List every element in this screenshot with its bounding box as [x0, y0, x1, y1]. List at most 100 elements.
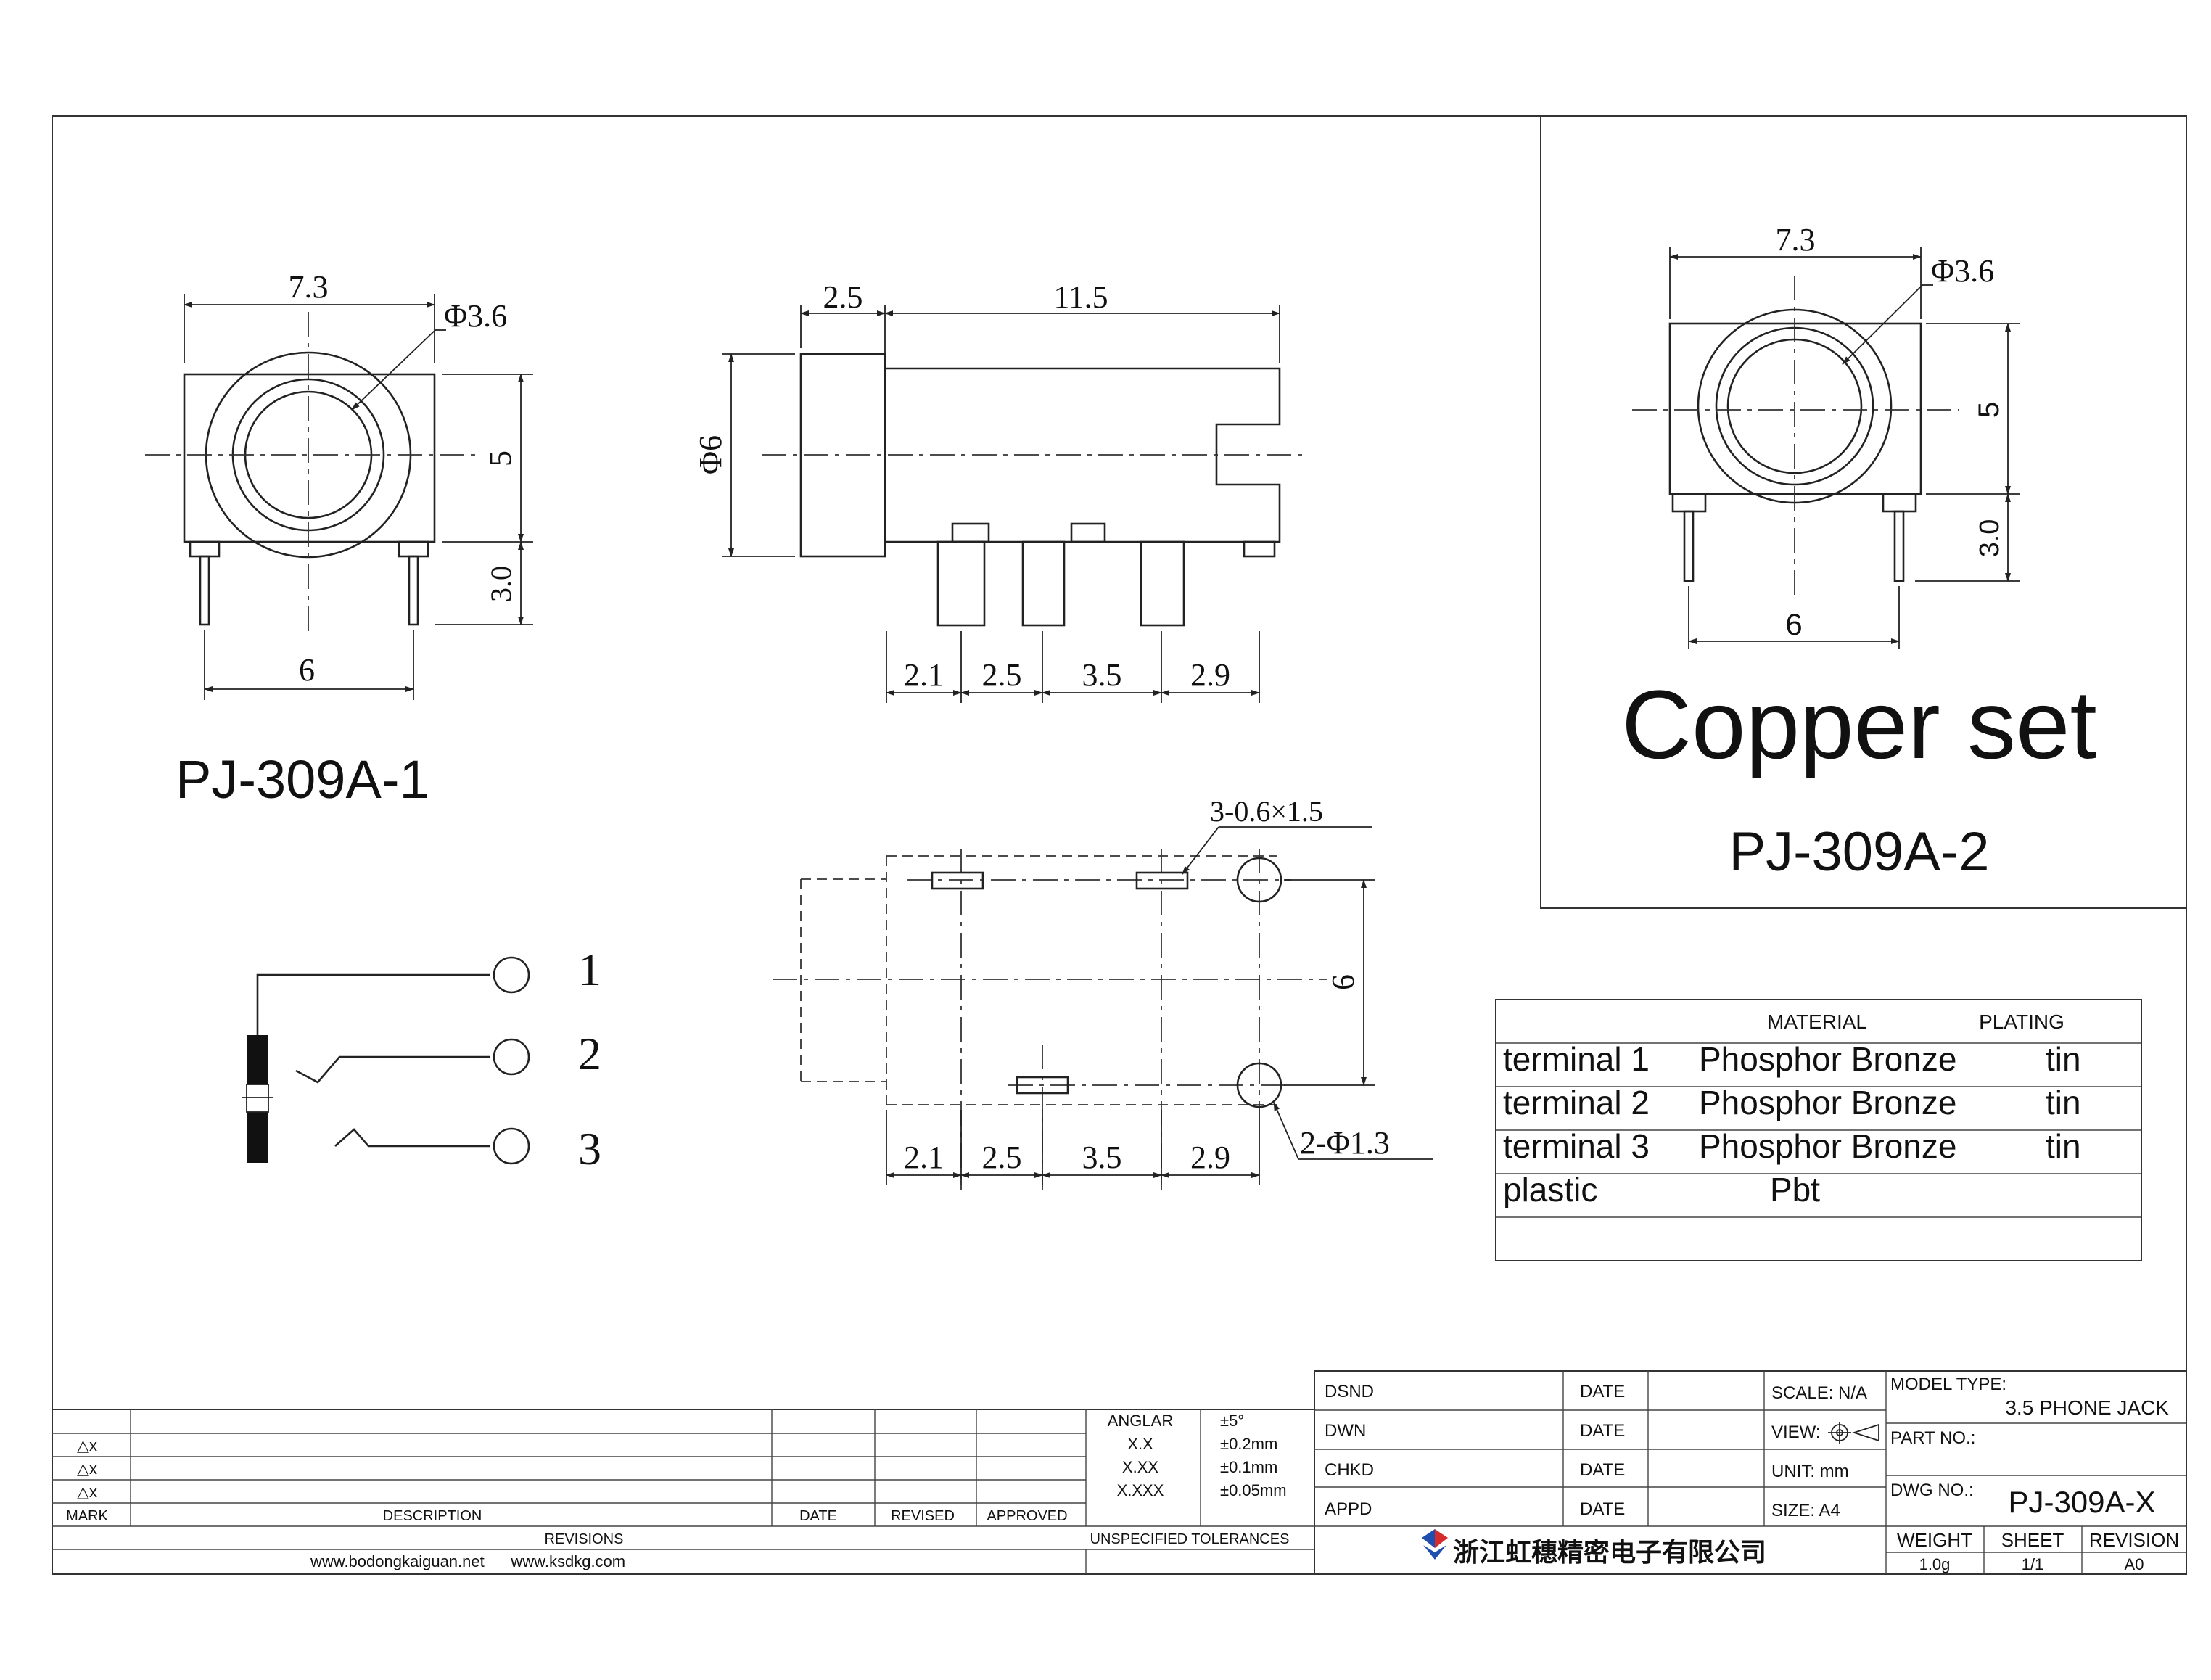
footprint-hole [1236, 1062, 1282, 1108]
side-view-pitch-dim: 2.1 [904, 657, 944, 693]
footprint-slot [1135, 871, 1189, 890]
pin-schematic: 1 2 3 [242, 944, 601, 1174]
material-plating: tin [2046, 1127, 2081, 1165]
footprint-pitch-dim: 2.9 [1190, 1140, 1230, 1175]
material-row: plastic Pbt [1503, 1171, 1820, 1208]
signoff-date-label: DATE [1580, 1499, 1625, 1519]
front-view-1-body [183, 373, 436, 543]
description-label: DESCRIPTION [383, 1508, 482, 1524]
pin-label-2: 2 [578, 1028, 601, 1079]
signoff-label: CHKD [1325, 1460, 1374, 1480]
projection-view-icon [1828, 1422, 1879, 1444]
weight-value: 1.0g [1919, 1555, 1951, 1573]
tolerance-label: X.X [1127, 1435, 1153, 1453]
front-view-2-pin-length-dim: 3.0 [1975, 519, 2005, 558]
front-view-2-pin-pitch-dim: 6 [1785, 607, 1802, 641]
plug-sleeve [247, 1112, 268, 1163]
unit-label: UNIT: mm [1771, 1462, 1849, 1481]
tolerance-label: X.XX [1122, 1458, 1158, 1476]
sheet-label: SHEET [2001, 1529, 2064, 1551]
side-view-body-dim: 11.5 [1053, 279, 1108, 315]
sheet-border [52, 115, 2187, 1575]
approved-label: APPROVED [987, 1508, 1067, 1524]
front-view-1-height-dim: 5 [482, 450, 518, 466]
front-view-2-width-dim: 7.3 [1776, 222, 1816, 258]
tolerance-label: X.XXX [1117, 1481, 1164, 1499]
tolerance-value: ±0.2mm [1220, 1435, 1277, 1453]
side-view-nut-dim: 2.5 [823, 279, 863, 315]
footprint-slot [931, 871, 984, 890]
signoff-label: DSND [1325, 1382, 1374, 1401]
footprint-slot [1016, 1076, 1069, 1095]
signoff-date-label: DATE [1580, 1421, 1625, 1441]
material-part: terminal 2 [1503, 1084, 1650, 1121]
footprint-pitch-dim: 2.1 [904, 1140, 944, 1175]
material-name: Phosphor Bronze [1699, 1127, 1956, 1165]
revisions-block: △x △x △x MARK DESCRIPTION DATE REVISED A… [52, 1409, 1314, 1574]
tolerance-value: ±0.1mm [1220, 1458, 1277, 1476]
revision-mark: △x [77, 1436, 97, 1454]
side-view: 2.5 11.5 Φ6 2.1 2.5 3.5 2.9 [693, 279, 1306, 703]
pin-label-1: 1 [578, 944, 601, 995]
dwg-no-label: DWG NO.: [1890, 1481, 1974, 1500]
footprint-hole-dim: 2-Φ1.3 [1300, 1125, 1390, 1161]
material-name: Phosphor Bronze [1699, 1040, 1956, 1078]
plating-header: PLATING [1979, 1010, 2064, 1033]
model-type-value: 3.5 PHONE JACK [2005, 1396, 2169, 1419]
material-table: MATERIAL PLATING terminal 1 Phosphor Bron… [1495, 999, 2142, 1261]
company-name: 浙江虹穗精密电子有限公司 [1453, 1537, 1766, 1567]
signoff-date-label: DATE [1580, 1382, 1625, 1401]
revision-mark: △x [77, 1459, 97, 1478]
footprint-hole [1236, 857, 1282, 903]
front-view-1-model-label: PJ-309A-1 [176, 749, 429, 810]
material-header: MATERIAL [1767, 1010, 1867, 1033]
material-name: Phosphor Bronze [1699, 1084, 1956, 1121]
footprint-height-dim: 6 [1325, 974, 1361, 990]
side-view-pitch-dim: 3.5 [1082, 657, 1122, 693]
front-view-1-diameter-dim: Φ3.6 [444, 298, 507, 334]
footprint-slot-dim: 3-0.6×1.5 [1210, 795, 1323, 828]
material-part: terminal 3 [1503, 1127, 1650, 1165]
signoff-label: DWN [1325, 1421, 1366, 1441]
model-type-label: MODEL TYPE: [1890, 1375, 2006, 1394]
revised-label: REVISED [891, 1508, 955, 1524]
tolerance-label: ANGLAR [1108, 1412, 1173, 1430]
company-logo [1422, 1529, 1448, 1560]
size-label: SIZE: A4 [1771, 1501, 1840, 1520]
dwg-no-value: PJ-309A-X [2008, 1485, 2155, 1519]
revisions-label: REVISIONS [545, 1531, 624, 1547]
material-row: terminal 1 Phosphor Bronze tin [1503, 1040, 2081, 1078]
material-part: plastic [1503, 1171, 1597, 1208]
view-label: VIEW: [1771, 1422, 1821, 1442]
revision-date-label: DATE [799, 1508, 837, 1524]
copper-set-title: Copper set [1621, 671, 2096, 779]
front-view-1-width-dim: 7.3 [289, 269, 329, 305]
front-view-1-pin-pitch-dim: 6 [299, 652, 315, 688]
pin-label-3: 3 [578, 1123, 601, 1174]
side-view-nut [799, 353, 886, 558]
tolerance-value: ±0.05mm [1220, 1481, 1287, 1499]
material-plating: tin [2046, 1040, 2081, 1078]
footprint-pitch-dim: 2.5 [982, 1140, 1022, 1175]
mark-label: MARK [66, 1508, 108, 1524]
material-row: terminal 3 Phosphor Bronze tin [1503, 1127, 2081, 1165]
revision-label: REVISION [2089, 1529, 2179, 1551]
side-view-diameter-dim: Φ6 [693, 435, 728, 474]
signoff-date-label: DATE [1580, 1460, 1625, 1480]
part-no-label: PART NO.: [1890, 1428, 1975, 1448]
side-view-pitch-dim: 2.5 [982, 657, 1022, 693]
weight-label: WEIGHT [1897, 1529, 1972, 1551]
material-name: Pbt [1770, 1171, 1820, 1208]
front-view-2-height-dim: 5 [1973, 402, 2005, 418]
side-view-pitch-dim: 2.9 [1190, 657, 1230, 693]
revision-value: A0 [2125, 1555, 2144, 1573]
copper-set-panel: 7.3 Φ3.6 5 3.0 6 Copper set PJ-309A-2 [1540, 116, 2186, 909]
front-view-1: 7.3 Φ3.6 5 3.0 6 PJ-309A-1 [145, 269, 533, 810]
signoff-label: APPD [1325, 1499, 1372, 1519]
plug-tip [247, 1035, 268, 1084]
material-part: terminal 1 [1503, 1040, 1650, 1078]
sheet-value: 1/1 [2022, 1555, 2044, 1573]
